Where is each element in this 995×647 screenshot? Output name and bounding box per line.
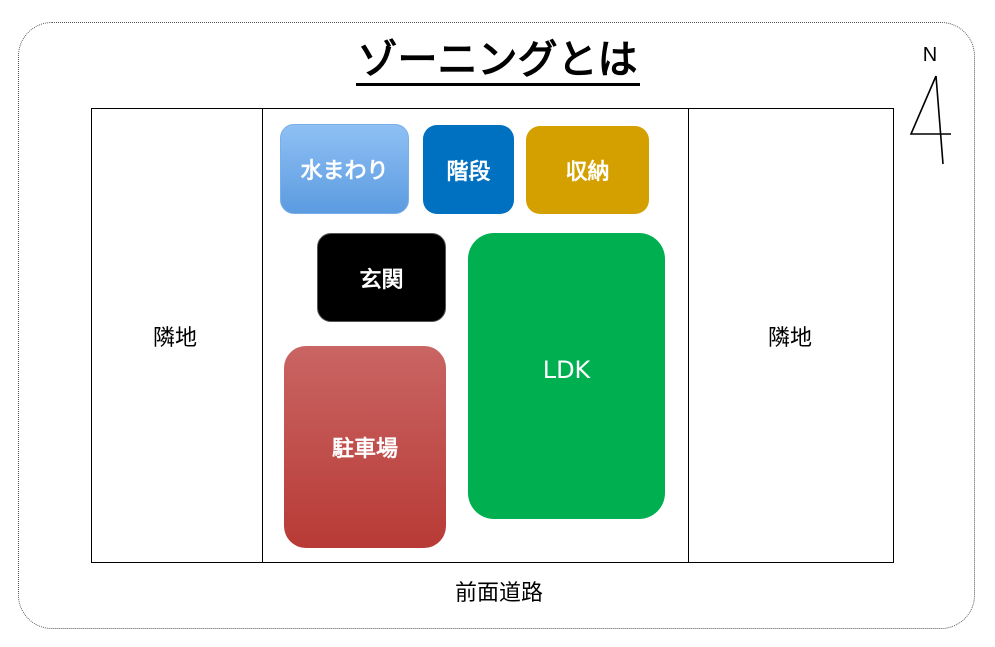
zone-parking-label: 駐車場: [331, 437, 398, 462]
slide-frame: [18, 22, 975, 629]
page-title-text: ゾーニングとは: [355, 37, 640, 86]
zone-parking: 駐車場: [284, 346, 446, 548]
zone-ldk-label: LDK: [542, 356, 591, 384]
neighbor-lot-right: [688, 108, 894, 563]
zone-ldk: LDK: [468, 233, 665, 519]
zone-storage: 収納: [526, 126, 649, 214]
zone-stairs: 階段: [423, 125, 514, 214]
zone-water-label: 水まわり: [300, 159, 389, 184]
neighbor-lot-left: [91, 108, 263, 563]
north-compass: N: [905, 44, 955, 170]
compass-north-label: N: [922, 44, 938, 66]
neighbor-right-label: 隣地: [768, 326, 813, 351]
zone-entrance-label: 玄関: [359, 267, 404, 293]
zone-water: 水まわり: [280, 124, 409, 214]
zone-entrance: 玄関: [317, 233, 446, 322]
front-road-label: 前面道路: [455, 581, 544, 606]
zone-stairs-label: 階段: [446, 159, 491, 185]
page-title: ゾーニングとは: [0, 34, 995, 86]
zone-storage-label: 収納: [565, 160, 610, 185]
north-arrow-icon: [909, 75, 951, 165]
neighbor-left-label: 隣地: [153, 326, 198, 351]
